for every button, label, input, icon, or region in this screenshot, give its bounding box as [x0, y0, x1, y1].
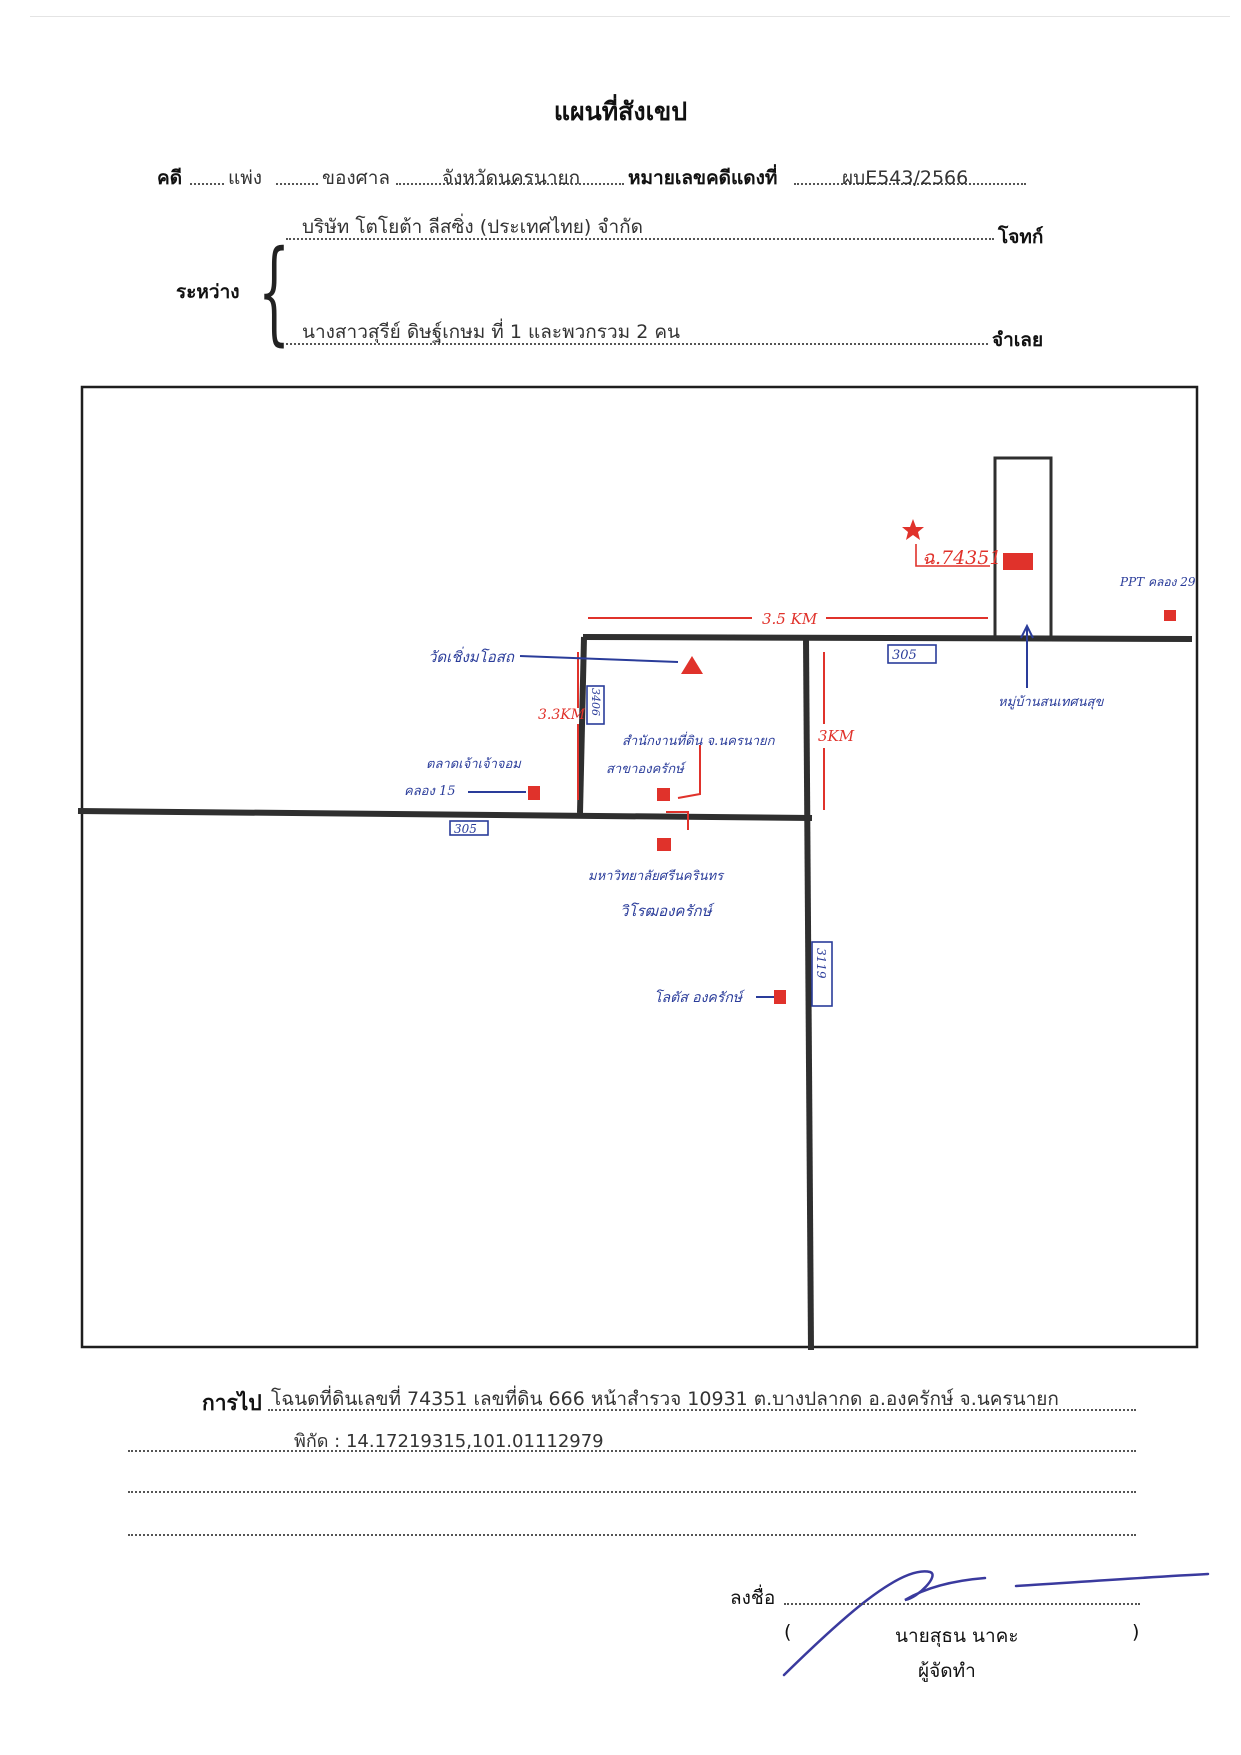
temple-marker — [681, 656, 703, 674]
roads — [77, 634, 1193, 1351]
handwritten-signature — [782, 1570, 1210, 1677]
signature-open-paren: ( — [784, 1621, 792, 1643]
dotted-line — [276, 183, 318, 185]
directions-line-1: โฉนดที่ดินเลขที่ 74351 เลขที่ดิน 666 หน้… — [271, 1388, 1059, 1410]
road-3406 — [577, 636, 587, 814]
lotus-marker — [774, 990, 786, 1004]
dotted-line — [396, 183, 624, 185]
dotted-line — [286, 343, 988, 345]
signer-role: ผู้จัดทำ — [918, 1660, 976, 1682]
lotus-label: โลตัส องครักษ์ — [654, 989, 745, 1006]
dotted-line — [286, 238, 994, 240]
court-name: จังหวัดนครนายก — [442, 167, 581, 189]
signer-name: นายสุธน นาคะ — [895, 1625, 1019, 1647]
land-plot-marker — [1003, 553, 1033, 570]
road-label-3119: 3119 — [814, 948, 828, 979]
dotted-line — [784, 1603, 1140, 1605]
village-block — [993, 456, 1053, 640]
dotted-line — [794, 183, 1026, 185]
page-top-line — [30, 16, 1230, 17]
road-label-305-east: 305 — [892, 648, 917, 663]
star-icon — [902, 519, 924, 540]
dotted-line — [268, 1409, 1136, 1411]
university-marker — [657, 838, 671, 851]
market-marker — [528, 786, 540, 800]
village-label: หมู่บ้านสนเทศนสุข — [998, 695, 1104, 710]
page-title: แผนที่สังเขป — [553, 97, 688, 126]
university-label-1: มหาวิทยาลัยศรีนครินทร — [588, 868, 725, 884]
distance-label-top: 3.5 KM — [762, 610, 818, 628]
defendant-name: นางสาวสุรีย์ ดิษฐ์เกษม ที่ 1 และพวกรวม 2… — [302, 321, 681, 343]
distance-label-left: 3.3KM — [538, 707, 586, 723]
dotted-line — [128, 1450, 1136, 1452]
land-office-label-2: สาขาองครักษ์ — [606, 761, 687, 777]
temple-label: วัดเชิ่งมโอสถ — [428, 646, 515, 666]
case-label: คดี — [157, 167, 183, 189]
road-number-boxes — [449, 644, 937, 1007]
directions-line-2: พิกัด : 14.17219315,101.01112979 — [294, 1431, 604, 1452]
road-label-3406: 3406 — [589, 688, 602, 716]
distance-label-mid: 3KM — [818, 727, 855, 745]
distance-lines — [577, 617, 988, 830]
map-frame — [80, 385, 1199, 1349]
defendant-role: จำเลย — [992, 329, 1044, 351]
court-label: ของศาล — [322, 167, 391, 189]
signature-close-paren: ) — [1132, 1621, 1140, 1643]
land-office-marker — [657, 788, 670, 801]
brace-icon: { — [258, 227, 291, 357]
between-label: ระหว่าง — [176, 281, 240, 303]
red-case-label: หมายเลขคดีแดงที่ — [628, 167, 778, 189]
plaintiff-role: โจทก์ — [998, 226, 1044, 248]
market-label-1: ตลาดเจ้าเจ้าจอม — [426, 757, 522, 772]
road-305-west — [77, 808, 813, 821]
dotted-line — [128, 1491, 1136, 1493]
title-deed-box — [915, 544, 990, 567]
plaintiff-name: บริษัท โตโยต้า ลีสซิ่ง (ประเทศไทย) จำกัด — [302, 216, 644, 238]
market-label-2: คลอง 15 — [404, 784, 456, 799]
sign-label: ลงชื่อ — [730, 1587, 776, 1609]
red-case-number: ผบE543/2566 — [842, 167, 969, 189]
road-305-east — [582, 634, 1193, 642]
dotted-line — [128, 1534, 1136, 1536]
dotted-line — [190, 183, 224, 185]
map-markers — [528, 519, 1176, 1004]
ptt-marker — [1164, 610, 1176, 621]
ptt-label: PPT คลอง 29 — [1119, 575, 1196, 589]
road-label-305-west: 305 — [454, 822, 477, 836]
directions-label: การไป — [202, 1391, 262, 1415]
case-type: แพ่ง — [228, 167, 263, 189]
title-deed-number: ฉ.74351 — [922, 547, 1001, 569]
pointer-lines — [468, 623, 1034, 998]
road-3119 — [803, 637, 814, 1351]
land-office-label-1: สำนักงานที่ดิน จ.นครนายก — [622, 731, 776, 749]
university-label-2: วิโรฒองครักษ์ — [620, 902, 715, 920]
